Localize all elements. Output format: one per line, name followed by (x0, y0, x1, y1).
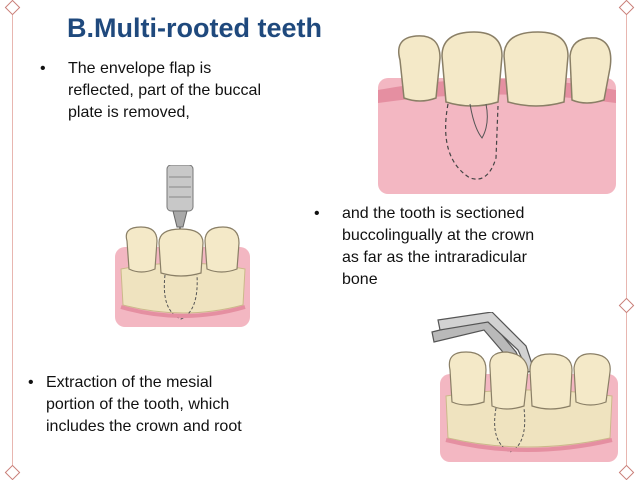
illustration-flap-reflected (378, 31, 616, 194)
corner-ornament-bottom-left (4, 464, 21, 480)
illustration-forceps-extraction (431, 312, 618, 462)
bullet-text: and the tooth is sectioned buccolinguall… (342, 205, 535, 288)
bullet-text: Extraction of the mesial portion of the … (46, 374, 242, 435)
corner-ornament-right (618, 297, 635, 314)
bullet-mesial-extraction: • Extraction of the mesial portion of th… (28, 372, 328, 438)
bullet-tooth-sectioned: • and the tooth is sectioned buccolingua… (314, 203, 614, 291)
bullet-marker: • (28, 374, 34, 391)
slide-border-right (626, 0, 627, 479)
bullet-envelope-flap: • The envelope flap is reflected, part o… (40, 58, 340, 124)
bullet-text: The envelope flap is reflected, part of … (68, 60, 261, 121)
slide-title: B.Multi-rooted teeth (67, 13, 322, 43)
corner-ornament-top-left (4, 0, 21, 16)
slide-border-left (12, 0, 13, 479)
bullet-marker: • (40, 60, 46, 77)
bullet-marker: • (314, 205, 320, 222)
corner-ornament-top-right (618, 0, 635, 16)
illustration-drill-sectioning (115, 165, 250, 327)
corner-ornament-bottom-right (618, 464, 635, 480)
